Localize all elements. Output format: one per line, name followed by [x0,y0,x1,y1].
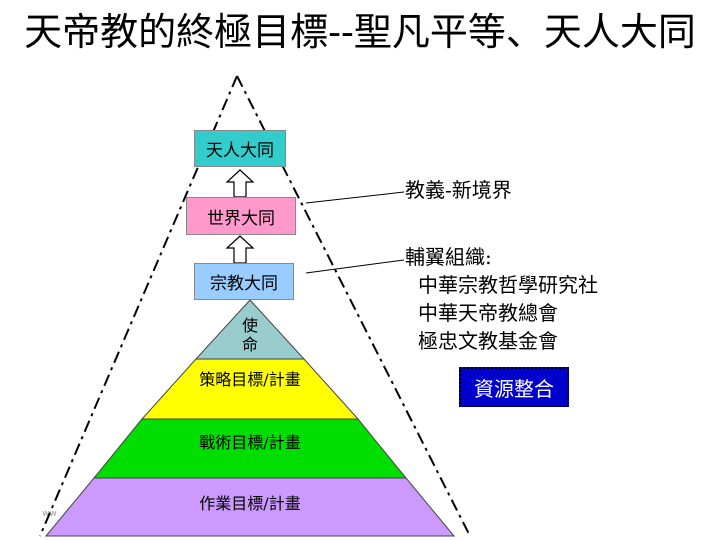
label-operations: 作業目標/計畫 [199,494,301,513]
aux-org-item: 中華天帝教總會 [418,301,558,325]
page-title: 天帝教的終極目標--聖凡平等、天人大同 [24,10,696,54]
connector-doctrine [305,191,405,204]
layer-mission [194,299,306,360]
up-arrow-icon [225,169,255,198]
doctrine-label: 教義-新境界 [405,178,512,202]
aux-org-item: 中華宗教哲學研究社 [418,273,598,297]
connector-aux [305,259,405,274]
label-strategy: 策略目標/計畫 [199,370,301,389]
aux-org-item: 極忠文教基金會 [418,329,558,353]
box-religion-unity: 宗教大同 [194,263,294,300]
box-world-unity: 世界大同 [186,197,296,235]
label-mission: 使 命 [241,316,258,354]
up-arrow-icon [225,235,255,264]
label-tactics: 戰術目標/計畫 [199,433,301,452]
resource-integration-box: 資源整合 [459,367,569,407]
watermark: ww [42,509,57,519]
box-heaven-human-unity: 天人大同 [194,130,286,167]
aux-org-heading: 輔翼組織: [405,245,492,269]
